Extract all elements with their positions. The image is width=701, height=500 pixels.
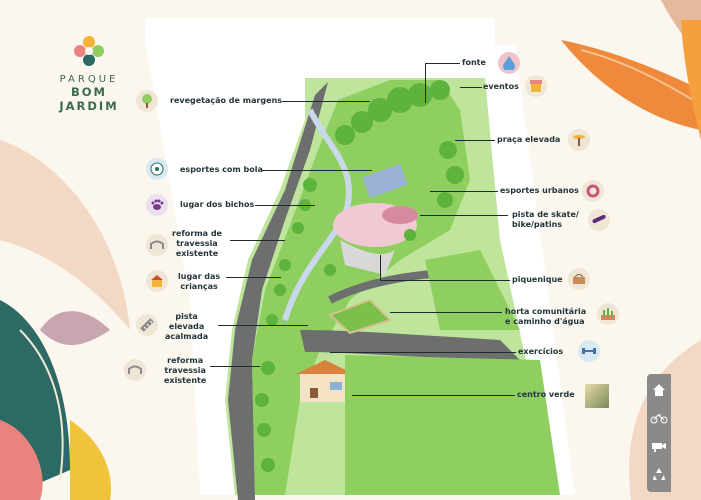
logo-line-2: BOM JARDIM [59,85,119,113]
soccer-ball-icon[interactable] [146,158,168,180]
label-revegetacao: revegetação de margens [170,96,283,105]
garden-icon[interactable] [597,303,619,325]
ring-icon[interactable] [582,180,604,202]
bridge-icon[interactable] [146,234,168,256]
logo-flower-icon [74,36,104,66]
leader-centro-verde [352,395,515,396]
leader-piquenique [380,280,510,281]
bridge-icon[interactable] [124,359,146,381]
leader-horta [390,312,502,313]
skateboard-icon[interactable] [588,209,610,231]
label-fonte: fonte [462,58,486,67]
decorative-leaf-left [0,140,130,500]
label-praca: praça elevada [497,135,561,144]
camera-icon[interactable] [647,434,671,458]
paw-icon[interactable] [146,194,168,216]
logo-line-1: PARQUE [59,74,119,85]
tree-icon[interactable] [136,90,158,112]
leader-eventos [460,87,482,88]
leader-revegetacao [282,101,370,102]
bicycle-icon[interactable] [647,406,671,430]
building-icon[interactable] [585,384,609,408]
leader-praca [455,140,495,141]
label-esportes-bola: esportes com bola [180,165,263,174]
label-esportes-urbanos: esportes urbanos [500,186,579,195]
home-icon[interactable] [647,378,671,402]
leader-fonte [425,63,460,64]
leader-travessia-2 [210,366,260,367]
leader-esportes-urbanos [430,191,498,192]
picnic-basket-icon[interactable] [568,268,590,290]
leader-fonte-v [425,63,426,103]
label-centro-verde: centro verde [517,390,575,399]
water-drop-icon[interactable] [498,52,520,74]
label-eventos: eventos [483,82,519,91]
market-stall-icon[interactable] [525,75,547,97]
side-toolbar [647,374,671,492]
leader-piquenique-v [380,255,381,280]
leader-pista-elevada [218,325,308,326]
leader-criancas [226,277,281,278]
leader-travessia-1 [230,240,285,241]
label-piquenique: piquenique [512,275,563,284]
park-logo[interactable]: PARQUE BOM JARDIM [44,34,134,113]
crosswalk-icon[interactable] [136,314,158,336]
label-skate: pista de skate/bike/patins [512,210,579,229]
leader-skate [420,215,508,216]
leader-exercicios [330,352,516,353]
dumbbell-icon[interactable] [578,340,600,362]
decorative-leaf-right [561,0,701,140]
leader-bichos [255,205,315,206]
label-exercicios: exercícios [518,347,564,356]
label-bichos: lugar dos bichos [180,200,255,209]
leader-esportes-bola [262,170,372,171]
table-icon[interactable] [568,129,590,151]
playhouse-icon[interactable] [146,270,168,292]
recycle-icon[interactable] [647,462,671,486]
